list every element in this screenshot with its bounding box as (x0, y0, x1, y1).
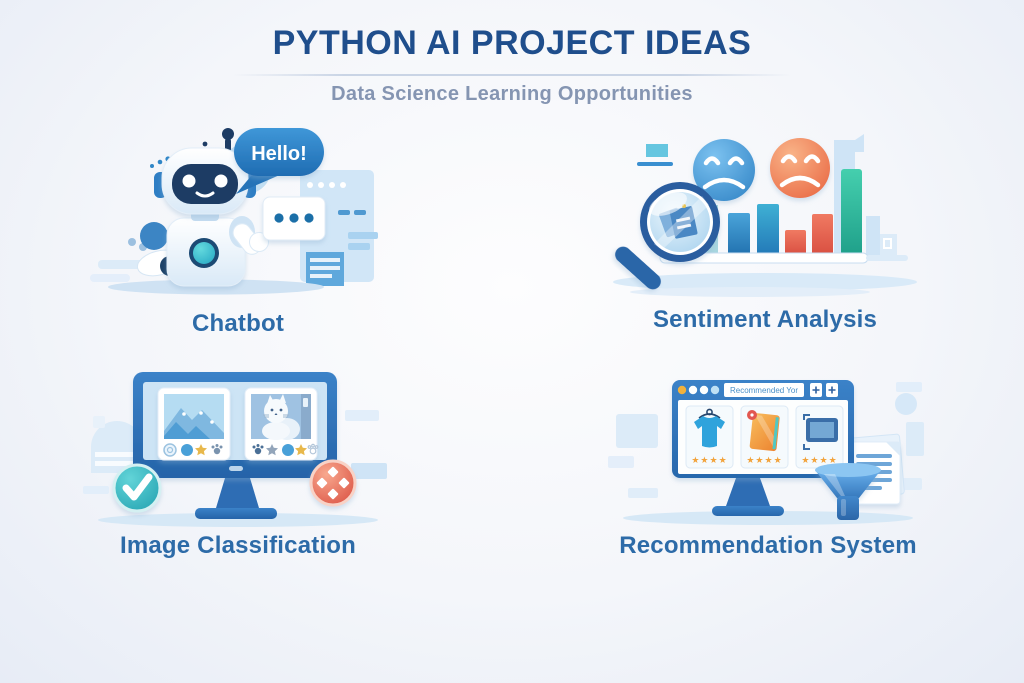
sad-face-blue-icon (693, 139, 755, 201)
title-divider (232, 74, 792, 76)
ground-shadow (108, 279, 324, 295)
star-rating-icon: ★★★★ (801, 456, 837, 466)
recommendation-label: Recommendation System (619, 532, 917, 559)
bar-chart-icon (659, 169, 908, 264)
recommendation-panel: Recommended Yor (608, 358, 928, 560)
product-card-screen: ★★★★ (795, 405, 844, 469)
page-subtitle: Data Science Learning Opportunities (331, 83, 693, 105)
ground-shadow-2 (630, 287, 870, 297)
toolbar-button-icon (826, 383, 838, 397)
product-card-book: ★★★★ (740, 405, 789, 469)
tshirt-icon (694, 408, 725, 448)
star-rating-icon: ★★★★ (746, 456, 782, 466)
chatbot-panel: Hello! Chatbot (88, 114, 388, 338)
screen-product-icon (803, 414, 838, 450)
typing-dots-card-icon (262, 196, 326, 241)
toolbar-button-icon (810, 383, 822, 397)
sentiment-panel: Sentiment Analysis (600, 122, 930, 334)
sentiment-label: Sentiment Analysis (652, 306, 878, 333)
cat-photo-icon (244, 387, 319, 461)
recommendation-illustration: Recommended Yor (608, 380, 924, 525)
photo-tags-row (252, 443, 319, 456)
page-title: PYTHON AI PROJECT IDEAS (272, 24, 752, 62)
magnifier-icon (615, 182, 720, 290)
reject-badge-icon (309, 459, 357, 507)
address-bar (724, 383, 804, 397)
product-card-tshirt: ★★★★ (685, 405, 734, 469)
checkmark-badge-icon (112, 463, 162, 513)
robot-face (182, 174, 228, 198)
speech-bubble-text: Hello! (251, 143, 307, 165)
image-classification-illustration (83, 372, 387, 527)
sad-face-orange-icon (770, 138, 830, 198)
browser-toolbar: Recommended Yor (677, 383, 838, 397)
header: PYTHON AI PROJECT IDEAS Data Science Lea… (0, 0, 1024, 106)
book-icon (749, 413, 780, 452)
address-bar-text: Recommended Yor (730, 386, 798, 395)
mountain-photo-icon (157, 387, 231, 461)
robot-icon (136, 128, 269, 287)
image-classification-panel: Image Classification (83, 358, 393, 560)
chatbot-illustration: Hello! (90, 128, 378, 295)
speech-bubble-icon: Hello! (234, 128, 324, 194)
sentiment-illustration (613, 134, 917, 297)
ground-shadow (98, 513, 378, 527)
photo-tags-row (163, 443, 223, 457)
funnel-icon (815, 463, 881, 520)
image-classification-label: Image Classification (119, 532, 357, 559)
star-rating-icon: ★★★★ (691, 456, 727, 466)
browser-window-icon: Recommended Yor (672, 380, 854, 516)
ground-shadow (613, 273, 917, 291)
chatbot-label: Chatbot (191, 310, 285, 337)
